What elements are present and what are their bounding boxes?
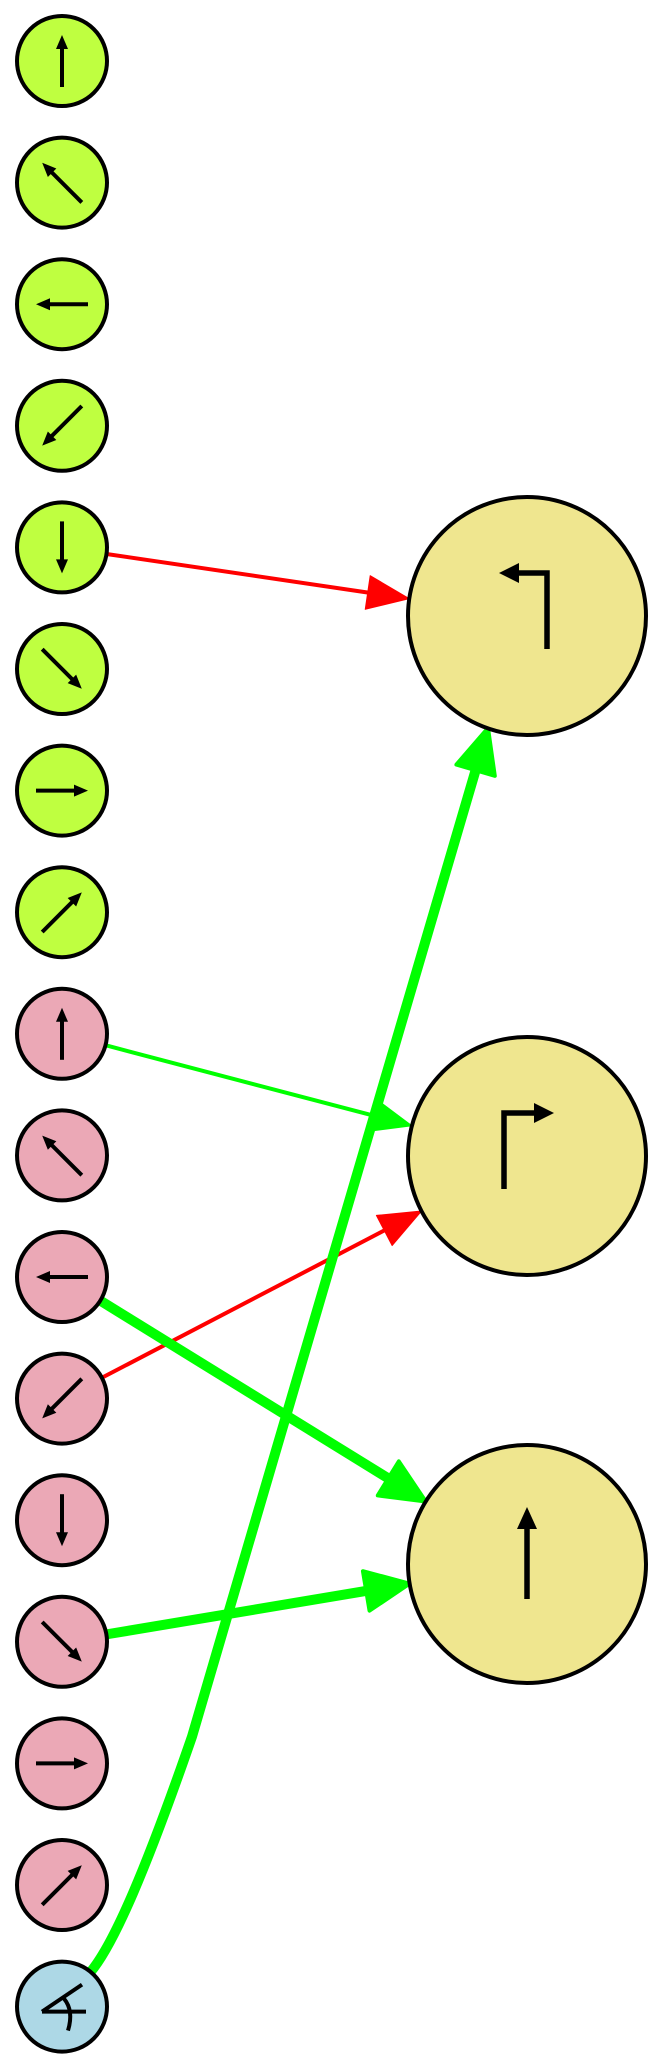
- arrow-down-left-icon: [42, 404, 84, 446]
- node-circle: [15, 1959, 109, 2054]
- input-node-green: [15, 865, 109, 960]
- edge-11-to-1: [100, 1210, 422, 1380]
- arrow-left-icon: [36, 1271, 88, 1283]
- edge-line: [86, 753, 485, 1976]
- edge-arrowhead: [360, 1569, 412, 1613]
- arrow-down-icon: [56, 1494, 68, 1547]
- arrow-up-right-icon: [40, 892, 82, 934]
- input-node-green: [15, 500, 109, 595]
- edge-line: [100, 1224, 395, 1380]
- node-circle: [406, 495, 648, 737]
- nodes-layer: [15, 14, 648, 2054]
- arrow-up-icon: [56, 1007, 68, 1060]
- arrow-down-icon: [56, 521, 68, 574]
- input-node-green: [15, 14, 109, 108]
- input-node-green: [15, 257, 109, 352]
- input-node-pink: [15, 1594, 109, 1689]
- edge-13-to-2: [105, 1569, 412, 1640]
- edge-line: [97, 1296, 399, 1488]
- output-node-3: [406, 1443, 648, 1685]
- input-node-green: [15, 135, 109, 230]
- input-node-pink: [15, 1716, 109, 1811]
- arrow-right-icon: [36, 1757, 88, 1770]
- arrow-right-icon: [36, 784, 88, 797]
- turn-right-icon: [501, 1103, 554, 1189]
- input-node-green: [15, 743, 109, 838]
- edge-line: [106, 551, 378, 596]
- arrow-left-icon: [36, 298, 88, 311]
- input-node-pink: [15, 1230, 109, 1324]
- edges-layer: [86, 551, 497, 1976]
- edge-arrowhead: [375, 1459, 428, 1504]
- output-node-2: [406, 1035, 648, 1277]
- edge-10-to-2: [97, 1296, 428, 1504]
- turn-left-icon: [499, 563, 550, 649]
- input-node-pink: [15, 1473, 109, 1568]
- edge-line: [105, 1584, 376, 1640]
- input-node-green: [15, 622, 109, 716]
- edge-arrowhead: [454, 726, 497, 778]
- arrow-up-left-icon: [42, 162, 84, 204]
- arrow-up-icon: [517, 1507, 537, 1599]
- input-node-pink: [15, 1838, 109, 1932]
- arrow-down-left-icon: [42, 1377, 84, 1419]
- edge-4-to-0: [106, 551, 410, 610]
- arrow-up-left-icon: [42, 1135, 84, 1177]
- arrow-down-right-icon: [40, 647, 82, 689]
- arrow-up-icon: [56, 35, 68, 87]
- input-node-pink: [15, 1108, 109, 1203]
- input-node-green: [15, 378, 109, 473]
- input-node-pink: [15, 986, 109, 1081]
- edge-8-to-1: [105, 1043, 413, 1133]
- input-node-blue: [15, 1959, 109, 2054]
- edge-16-to-0: [86, 726, 497, 1976]
- angle-icon: [40, 1982, 86, 2032]
- edge-line: [105, 1043, 382, 1120]
- edge-arrowhead: [364, 575, 410, 610]
- edge-arrowhead: [375, 1210, 422, 1247]
- arrow-down-right-icon: [40, 1620, 82, 1662]
- output-node-1: [406, 495, 648, 737]
- input-node-pink: [15, 1351, 109, 1446]
- node-circle: [406, 1035, 648, 1277]
- arrow-up-right-icon: [40, 1865, 82, 1907]
